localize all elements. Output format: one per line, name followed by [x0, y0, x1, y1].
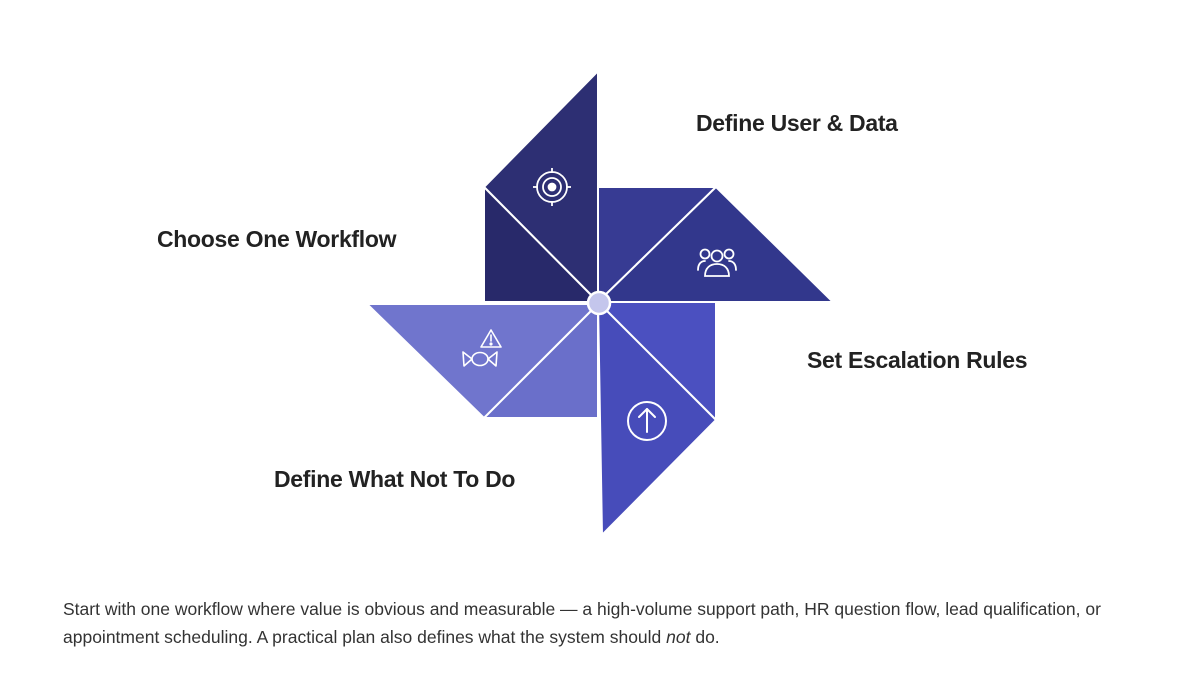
step-label-set-escalation: Set Escalation Rules — [807, 347, 1028, 373]
blade-choose-workflow-lower — [483, 186, 599, 303]
blade-set-escalation-lower — [597, 301, 717, 536]
users-icon — [697, 248, 737, 277]
caption-paragraph: Start with one workflow where value is o… — [63, 595, 1153, 651]
arrow-up-circle-icon — [627, 401, 667, 441]
center-hub — [586, 290, 612, 316]
blade-define-not — [366, 303, 599, 419]
step-label-define-user: Define User & Data — [696, 110, 898, 136]
step-label-choose-workflow: Choose One Workflow — [157, 226, 397, 252]
blade-choose-workflow — [483, 70, 599, 303]
blade-define-not-lower — [483, 303, 599, 419]
blade-define-user — [597, 186, 834, 303]
step-label-define-not: Define What Not To Do — [274, 466, 516, 492]
target-icon — [533, 168, 571, 206]
caption-emphasis: not — [666, 626, 691, 647]
warning-candy-icon — [462, 329, 502, 367]
caption-text-start: Start with one workflow where value is o… — [63, 598, 1101, 647]
caption-text-end: do. — [690, 626, 720, 647]
blade-set-escalation — [597, 301, 717, 536]
